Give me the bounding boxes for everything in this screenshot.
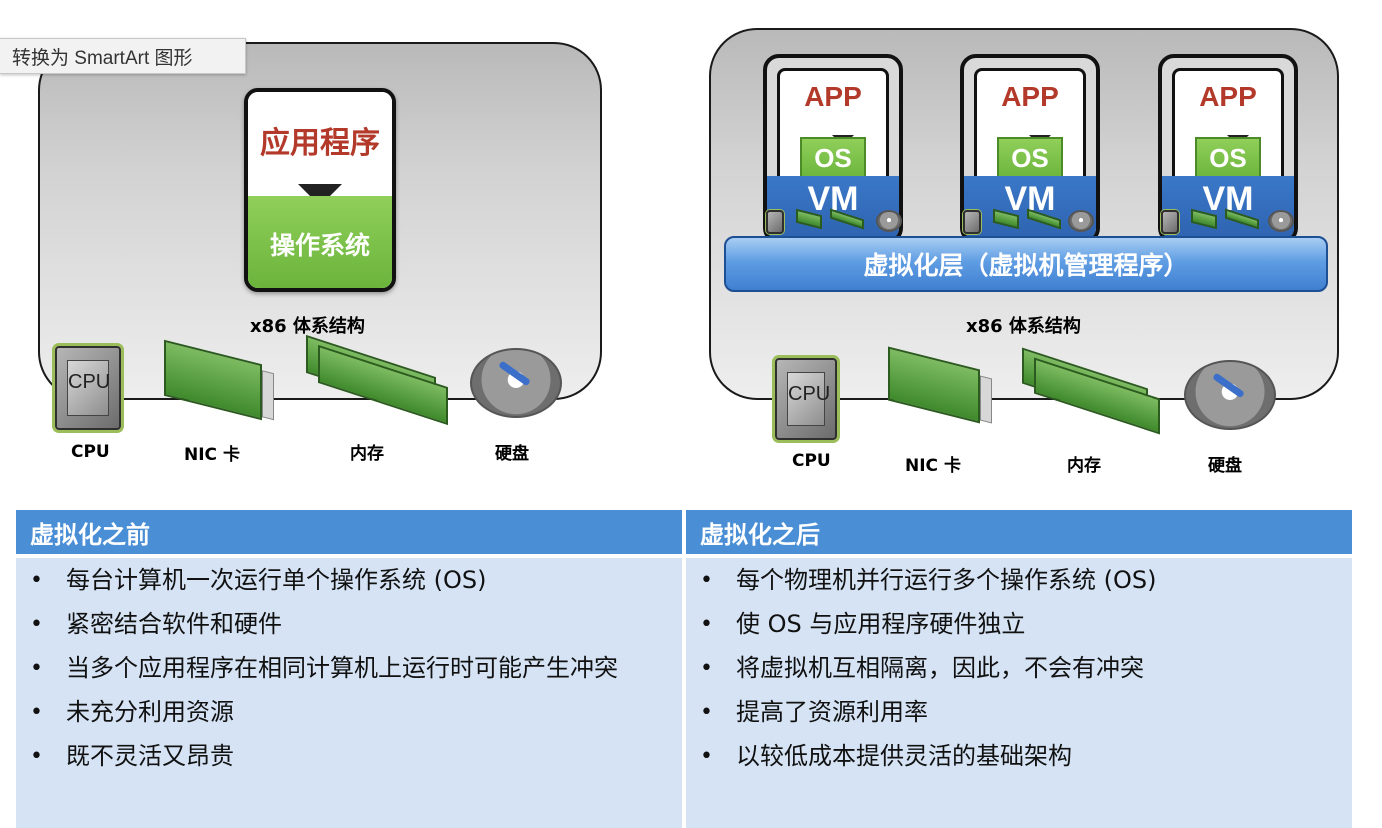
comparison-table: 虚拟化之前 虚拟化之后 每台计算机一次运行单个操作系统 (OS) 紧密结合软件和…	[16, 510, 1352, 828]
hypervisor-label: 虚拟化层（虚拟机管理程序）	[863, 251, 1189, 280]
vm-app-label: APP	[804, 81, 862, 112]
vm-cpu-icon	[1161, 210, 1179, 234]
virtual-machine: APP OS VM	[960, 54, 1100, 244]
vm-os-label: OS	[814, 143, 852, 173]
convert-to-smartart-label: 转换为 SmartArt 图形	[12, 47, 193, 69]
list-item: 当多个应用程序在相同计算机上运行时可能产生冲突	[16, 654, 682, 683]
disk-label: 硬盘	[1208, 456, 1242, 476]
before-column-body: 每台计算机一次运行单个操作系统 (OS) 紧密结合软件和硬件 当多个应用程序在相…	[16, 558, 682, 828]
before-column-header: 虚拟化之前	[16, 510, 682, 554]
cpu-icon: CPU	[775, 358, 837, 440]
vm-disk-icon	[876, 210, 902, 232]
application-label: 应用程序	[260, 126, 380, 161]
operating-system-label: 操作系统	[269, 231, 370, 260]
hard-disk-icon	[470, 348, 562, 418]
vm-os-label: OS	[1209, 143, 1247, 173]
before-header-label: 虚拟化之前	[30, 520, 150, 549]
nic-label: NIC 卡	[905, 456, 961, 476]
after-column-body: 每个物理机并行运行多个操作系统 (OS) 使 OS 与应用程序硬件独立 将虚拟机…	[686, 558, 1352, 828]
hypervisor-layer: 虚拟化层（虚拟机管理程序）	[724, 236, 1328, 292]
vm-cpu-icon	[766, 210, 784, 234]
list-item: 未充分利用资源	[16, 698, 682, 727]
list-item: 每台计算机一次运行单个操作系统 (OS)	[16, 566, 682, 595]
disk-label: 硬盘	[495, 444, 529, 464]
memory-label: 内存	[350, 444, 384, 464]
convert-to-smartart-button[interactable]: 转换为 SmartArt 图形	[0, 38, 246, 74]
list-item: 使 OS 与应用程序硬件独立	[686, 610, 1352, 639]
vm-disk-icon	[1268, 210, 1294, 232]
vm-cpu-icon	[963, 210, 981, 234]
cpu-label: CPU	[71, 442, 110, 462]
vm-os-label: OS	[1011, 143, 1049, 173]
before-arch-label: x86 体系结构	[250, 316, 365, 337]
memory-label: 内存	[1067, 456, 1101, 476]
virtual-machine: APP OS VM	[763, 54, 903, 244]
cpu-icon: CPU	[55, 346, 121, 430]
vm-app-label: APP	[1199, 81, 1257, 112]
list-item: 既不灵活又昂贵	[16, 742, 682, 771]
after-arch-label: x86 体系结构	[966, 316, 1081, 337]
vm-disk-icon	[1068, 210, 1094, 232]
after-header-label: 虚拟化之后	[700, 520, 820, 549]
after-list: 每个物理机并行运行多个操作系统 (OS) 使 OS 与应用程序硬件独立 将虚拟机…	[686, 558, 1352, 771]
app-os-stack: 应用程序 操作系统	[244, 88, 396, 292]
list-item: 以较低成本提供灵活的基础架构	[686, 742, 1352, 771]
nic-label: NIC 卡	[184, 445, 240, 465]
list-item: 紧密结合软件和硬件	[16, 610, 682, 639]
vm-app-label: APP	[1001, 81, 1059, 112]
list-item: 提高了资源利用率	[686, 698, 1352, 727]
list-item: 每个物理机并行运行多个操作系统 (OS)	[686, 566, 1352, 595]
cpu-label: CPU	[792, 451, 831, 471]
hard-disk-icon	[1184, 360, 1276, 430]
list-item: 将虚拟机互相隔离，因此，不会有冲突	[686, 654, 1352, 683]
before-list: 每台计算机一次运行单个操作系统 (OS) 紧密结合软件和硬件 当多个应用程序在相…	[16, 558, 682, 771]
after-column-header: 虚拟化之后	[686, 510, 1352, 554]
